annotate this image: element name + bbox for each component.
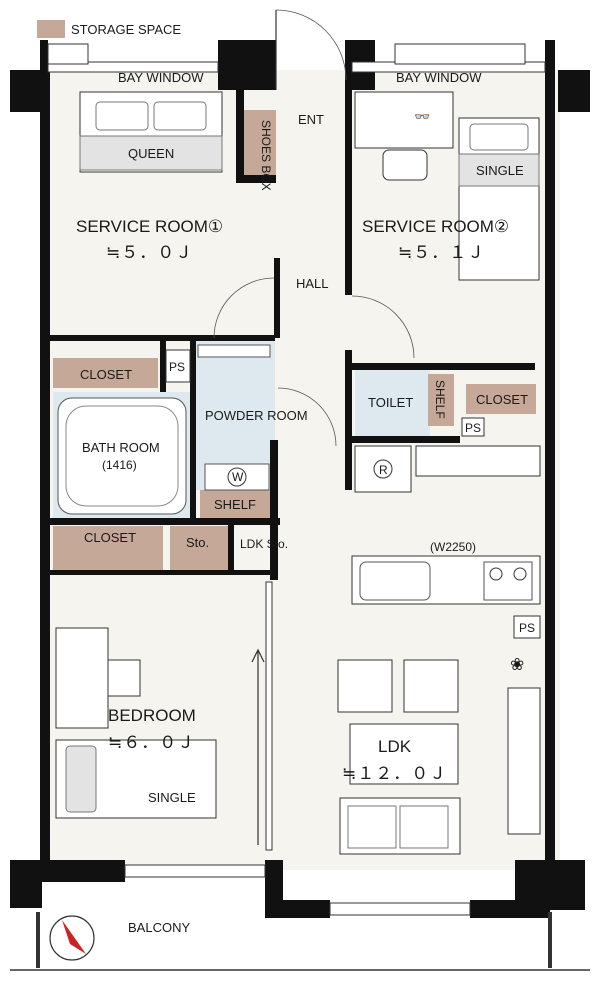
dining-set	[337, 659, 461, 855]
sto-label: Sto.	[186, 535, 209, 550]
service-room-1-area: ≒５．０Ｊ	[106, 243, 193, 262]
entrance-label: ENT	[298, 112, 324, 127]
ps-3-box	[513, 615, 541, 639]
desk: 👓	[354, 91, 454, 181]
fridge	[354, 445, 412, 493]
queen-bed	[79, 91, 223, 173]
washer-label: W	[232, 470, 244, 484]
balcony-post-left	[36, 912, 40, 968]
single-bed-2-label: SINGLE	[476, 163, 524, 178]
washer	[204, 463, 270, 491]
ldk-label-frame	[349, 723, 459, 785]
upper-cabinets	[415, 445, 541, 477]
ps-2-label: PS	[465, 421, 481, 435]
bedroom-name: BEDROOM	[108, 706, 196, 725]
closet-bedroom-area	[53, 526, 163, 570]
sliding-door	[265, 581, 273, 851]
service-room-1-name: SERVICE ROOM①	[76, 217, 223, 236]
toilet-label: TOILET	[368, 395, 413, 410]
hall-label: HALL	[296, 276, 329, 291]
toilet-area	[355, 370, 430, 436]
fridge-label: R	[379, 463, 388, 477]
balcony-post-right	[548, 912, 552, 968]
powder-room-door	[277, 387, 337, 447]
sto-area	[170, 526, 228, 570]
powder-room-name: POWDER ROOM	[205, 408, 308, 423]
bay-window-right-label: BAY WINDOW	[396, 70, 482, 85]
legend-label: STORAGE SPACE	[71, 22, 181, 37]
bath-room-size: (1416)	[102, 458, 137, 472]
shelf-toilet-label: SHELF	[433, 380, 447, 419]
service-room-2-name: SERVICE ROOM②	[362, 217, 509, 236]
ldk-sto-label: LDK Sto.	[240, 537, 288, 551]
bay-window-left-label: BAY WINDOW	[118, 70, 204, 85]
shoes-box-area	[243, 110, 276, 176]
bedroom-bed-label: SINGLE	[148, 790, 196, 805]
legend: STORAGE SPACE	[37, 20, 181, 38]
closet-2-label: CLOSET	[476, 392, 528, 407]
ldk-name: LDK	[378, 737, 412, 756]
single-bed-2	[458, 117, 540, 281]
tv-board	[507, 687, 541, 835]
kitchen-width-label: (W2250)	[430, 540, 476, 554]
service-room-1-door	[213, 277, 275, 339]
closet-1-area	[53, 358, 158, 388]
ldk-area: ≒１２．０Ｊ	[342, 764, 447, 783]
bedroom-furniture	[55, 627, 217, 819]
ps-1-label: PS	[169, 360, 185, 374]
walls	[10, 40, 590, 918]
shelf-toilet-area	[428, 374, 454, 426]
shelf-powder-label: SHELF	[214, 497, 256, 512]
service-room-2-area: ≒５．１Ｊ	[398, 243, 485, 262]
shoes-box-label: SHOES BOX	[259, 120, 273, 191]
closet-2-area	[466, 384, 536, 414]
svg-text:👓: 👓	[414, 109, 430, 124]
closet-bedroom-label: CLOSET	[84, 530, 136, 545]
closet-1-label: CLOSET	[80, 367, 132, 382]
bedroom-area: ≒６．０Ｊ	[108, 733, 195, 752]
balcony-label: BALCONY	[128, 920, 190, 935]
plant-icon: ❀	[510, 655, 524, 674]
kitchen-counter	[351, 555, 541, 605]
ps-2-box	[461, 417, 485, 437]
bathtub	[57, 397, 187, 515]
windows	[47, 43, 546, 916]
ps-3-label: PS	[519, 621, 535, 635]
ps-1-box	[165, 349, 191, 383]
shelf-powder-area	[200, 490, 272, 518]
bath-room-name: BATH ROOM	[82, 440, 160, 455]
service-room-2-door	[351, 295, 415, 359]
queen-bed-label: QUEEN	[128, 146, 174, 161]
sliding-door-arrow	[251, 648, 265, 845]
legend-swatch	[37, 20, 65, 38]
entrance-door	[275, 9, 347, 90]
sink-counter	[197, 344, 271, 358]
compass-icon	[49, 915, 95, 961]
